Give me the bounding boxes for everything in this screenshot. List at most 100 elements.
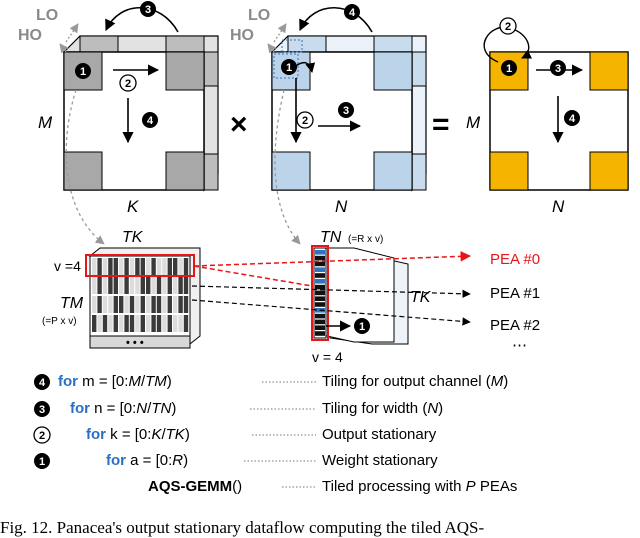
left-tile xyxy=(85,247,201,349)
weight-bit xyxy=(156,315,162,332)
code-step-4: 4 xyxy=(34,374,50,390)
weight-bit xyxy=(113,277,118,294)
weight-bit xyxy=(183,315,189,332)
weight-bit xyxy=(151,315,156,332)
code-call: AQS-GEMM() xyxy=(148,478,242,495)
activation-bit xyxy=(315,302,325,307)
code-line-n: for n = [0:N/TN) xyxy=(70,400,176,417)
desc-end: PEAs xyxy=(475,478,518,495)
weight-bit xyxy=(140,277,145,294)
weight-bit xyxy=(97,315,102,332)
weight-bit xyxy=(135,258,140,275)
left-tile-side-label: TM xyxy=(60,295,84,312)
svg-text:4: 4 xyxy=(569,113,576,125)
activation-bit xyxy=(315,261,325,267)
pea-label-1: PEA #1 xyxy=(490,285,540,302)
weight-bit xyxy=(183,277,189,294)
weight-bit xyxy=(102,277,108,294)
code-var2: TM xyxy=(145,373,167,390)
desc-text: Weight stationary xyxy=(322,452,438,469)
code-desc-m: Tiling for output channel (M) xyxy=(322,373,508,390)
weight-bit xyxy=(102,315,108,332)
code-line-a: for a = [0:R) xyxy=(106,452,188,469)
activation-bit xyxy=(315,255,325,261)
desc-text: Tiling for output channel ( xyxy=(322,373,491,390)
weight-bit xyxy=(146,315,151,332)
weight-bit xyxy=(119,315,124,332)
desc-close: ) xyxy=(438,400,444,417)
svg-text:3: 3 xyxy=(145,4,151,16)
code-line-k: for k = [0:K/TK) xyxy=(86,426,190,443)
code-desc-n: Tiling for width (N) xyxy=(322,400,443,417)
activation-bit xyxy=(315,250,325,255)
weight-bit xyxy=(140,258,145,275)
code-keyword: for xyxy=(106,452,126,469)
weight-bit xyxy=(124,277,129,294)
weight-bit xyxy=(162,258,167,275)
code-line-m: for m = [0:M/TM) xyxy=(58,373,172,390)
link-pea-2 xyxy=(191,299,471,326)
weight-bit xyxy=(124,258,129,275)
weight-bit xyxy=(108,315,113,332)
svg-text:4: 4 xyxy=(147,115,154,127)
code-text: m = [0: xyxy=(82,373,129,390)
weight-bit xyxy=(108,258,113,275)
weight-bit xyxy=(151,296,156,313)
desc-text: Tiling for width ( xyxy=(322,400,428,417)
equals-symbol: = xyxy=(432,108,450,141)
code-desc-a: Weight stationary xyxy=(322,452,438,469)
svg-text:2: 2 xyxy=(302,115,308,127)
left-tile-top-label: TK xyxy=(122,229,144,246)
weight-bit xyxy=(146,277,151,294)
code-desc-k: Output stationary xyxy=(322,426,436,443)
code-sep: / xyxy=(161,426,166,443)
code-close: ) xyxy=(171,400,177,417)
right-tile-step-1: 1 xyxy=(354,318,370,334)
activation-bit xyxy=(315,319,325,325)
figure-caption: Fig. 12. Panacea's output stationary dat… xyxy=(0,518,485,537)
code-var: R xyxy=(172,452,184,469)
matrix-b-ho-label: HO xyxy=(230,27,254,44)
weight-bit xyxy=(183,258,189,275)
left-tile-v-label: v =4 xyxy=(54,258,81,274)
matrix-b-step-4: 4 xyxy=(344,4,360,20)
weight-bit xyxy=(129,296,135,313)
weight-bit xyxy=(178,277,183,294)
matrix-a-step-1: 1 xyxy=(75,63,91,79)
weight-bit xyxy=(173,315,178,332)
matrix-c-step-3: 3 xyxy=(550,60,566,76)
matrix-c-col-label: N xyxy=(552,197,565,216)
weight-bit xyxy=(146,258,151,275)
svg-text:4: 4 xyxy=(39,377,46,389)
matrix-c-step-2: 2 xyxy=(499,17,517,35)
weight-bit xyxy=(92,277,97,294)
weight-bit xyxy=(167,277,172,294)
desc-var: M xyxy=(490,373,504,390)
activation-bit xyxy=(315,284,325,290)
right-tile xyxy=(311,245,409,345)
weight-bit xyxy=(178,258,183,275)
matrix-b-step-3: 3 xyxy=(338,102,354,118)
code-sep: / xyxy=(140,373,146,390)
code-text: a = [0: xyxy=(130,452,173,469)
activation-bit xyxy=(315,313,325,319)
code-var: N xyxy=(136,400,148,417)
weight-bit xyxy=(151,258,156,275)
svg-text:2: 2 xyxy=(39,430,45,442)
matrix-a-ho-label: HO xyxy=(18,27,42,44)
matrix-c-step-1: 1 xyxy=(501,60,517,76)
activation-bit xyxy=(315,325,325,330)
svg-text:2: 2 xyxy=(125,78,131,90)
code-step-3: 3 xyxy=(34,401,50,417)
matrix-a-step-3: 3 xyxy=(140,1,156,17)
code-text: k = [0: xyxy=(110,426,152,443)
activation-bit xyxy=(315,296,325,301)
matrix-b-step-1: 1 xyxy=(281,59,297,75)
code-var2: TK xyxy=(165,426,185,443)
weight-bit xyxy=(92,315,97,332)
code-close: ) xyxy=(166,373,172,390)
left-tile-side-sub: (=P x v) xyxy=(42,316,77,327)
code-keyword: for xyxy=(70,400,90,417)
matrix-c xyxy=(483,26,629,191)
pea-label-0: PEA #0 xyxy=(490,251,540,268)
